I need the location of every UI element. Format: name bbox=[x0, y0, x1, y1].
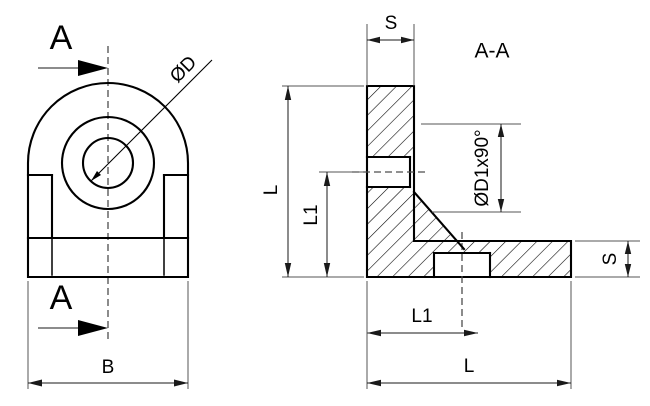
section-hatching bbox=[367, 86, 571, 277]
dimension-s-right: S bbox=[575, 240, 640, 278]
front-view: ØD A A B bbox=[26, 19, 213, 389]
dim-l1-left-arrow-bottom bbox=[323, 263, 331, 277]
dim-l1-bottom-arrow-right bbox=[464, 329, 478, 337]
diameter-d-label: ØD bbox=[166, 52, 201, 87]
section-marker-top: A bbox=[38, 19, 108, 76]
front-view-bore-inner-circle bbox=[81, 136, 135, 190]
dim-l-bottom-label: L bbox=[464, 356, 475, 377]
hatch-vertical-leg-upper bbox=[367, 86, 414, 157]
front-view-bore-outer-circle bbox=[60, 115, 156, 211]
dim-b-arrow-left bbox=[28, 379, 42, 387]
diameter-leader-arrowhead bbox=[91, 171, 101, 181]
dimension-s-top: S bbox=[366, 13, 415, 86]
dim-s-top-arrow-left bbox=[367, 36, 380, 44]
dim-l1-left-label: L1 bbox=[301, 204, 322, 225]
dim-d1-arrow-bottom bbox=[497, 199, 505, 212]
dimension-countersink-d1: ØD1x90° bbox=[421, 123, 521, 213]
front-view-outer-profile bbox=[26, 81, 190, 279]
hatch-corner-block bbox=[367, 241, 414, 277]
dim-s-top-arrow-right bbox=[401, 36, 414, 44]
section-view-a-a: A-A bbox=[261, 13, 640, 389]
section-letter-a-top: A bbox=[50, 19, 73, 57]
section-letter-a-bottom: A bbox=[50, 279, 73, 317]
dim-d1-label: ØD1x90° bbox=[472, 129, 493, 206]
dim-l-bottom-arrow-right bbox=[557, 379, 571, 387]
horizontal-leg-bore bbox=[432, 232, 492, 330]
dim-l-bottom-arrow-left bbox=[367, 379, 381, 387]
hatch-vertical-leg-lower bbox=[367, 187, 414, 241]
section-inner-fillet-diagonal bbox=[412, 190, 466, 251]
dimension-l-bottom: L bbox=[366, 281, 572, 389]
dim-l1-left-arrow-top bbox=[323, 172, 331, 186]
dim-b-arrow-right bbox=[174, 379, 188, 387]
dim-s-top-label: S bbox=[385, 13, 398, 34]
dim-l1-bottom-label: L1 bbox=[411, 306, 432, 327]
dimension-l1-left: L1 bbox=[301, 171, 364, 277]
dim-l-left-label: L bbox=[261, 185, 282, 196]
dim-d1-arrow-top bbox=[497, 124, 505, 137]
section-arrow-head-bottom bbox=[78, 320, 108, 336]
vertical-leg-bore bbox=[352, 155, 425, 189]
diameter-leader-line bbox=[90, 59, 213, 182]
section-arrow-head-top bbox=[78, 60, 108, 76]
dim-l-left-arrow-bottom bbox=[284, 263, 292, 277]
hatch-horizontal-leg-right bbox=[455, 241, 571, 277]
dim-l1-bottom-arrow-left bbox=[367, 329, 381, 337]
dim-b-label: B bbox=[102, 357, 115, 378]
dim-s-right-label: S bbox=[600, 253, 621, 266]
dim-s-right-arrow-bottom bbox=[624, 264, 632, 277]
dim-s-right-arrow-top bbox=[624, 241, 632, 254]
dim-l-left-arrow-top bbox=[284, 86, 292, 100]
section-marker-bottom: A bbox=[38, 279, 108, 336]
dimension-l-left: L bbox=[261, 85, 364, 278]
section-view-title: A-A bbox=[474, 40, 509, 63]
dimension-b: B bbox=[27, 281, 189, 389]
